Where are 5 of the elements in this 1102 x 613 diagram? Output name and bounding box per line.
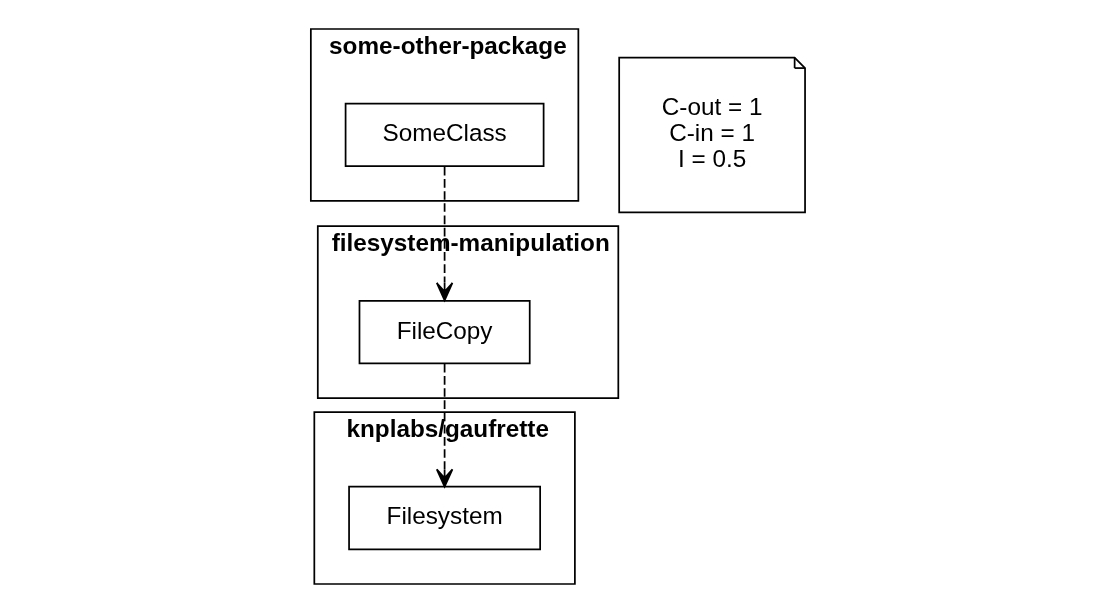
node-box: FileCopy xyxy=(358,300,531,365)
node-box: SomeClass xyxy=(344,102,545,168)
arrow xyxy=(435,363,454,488)
arrow xyxy=(435,166,454,302)
node-box: Filesystem xyxy=(348,485,541,551)
